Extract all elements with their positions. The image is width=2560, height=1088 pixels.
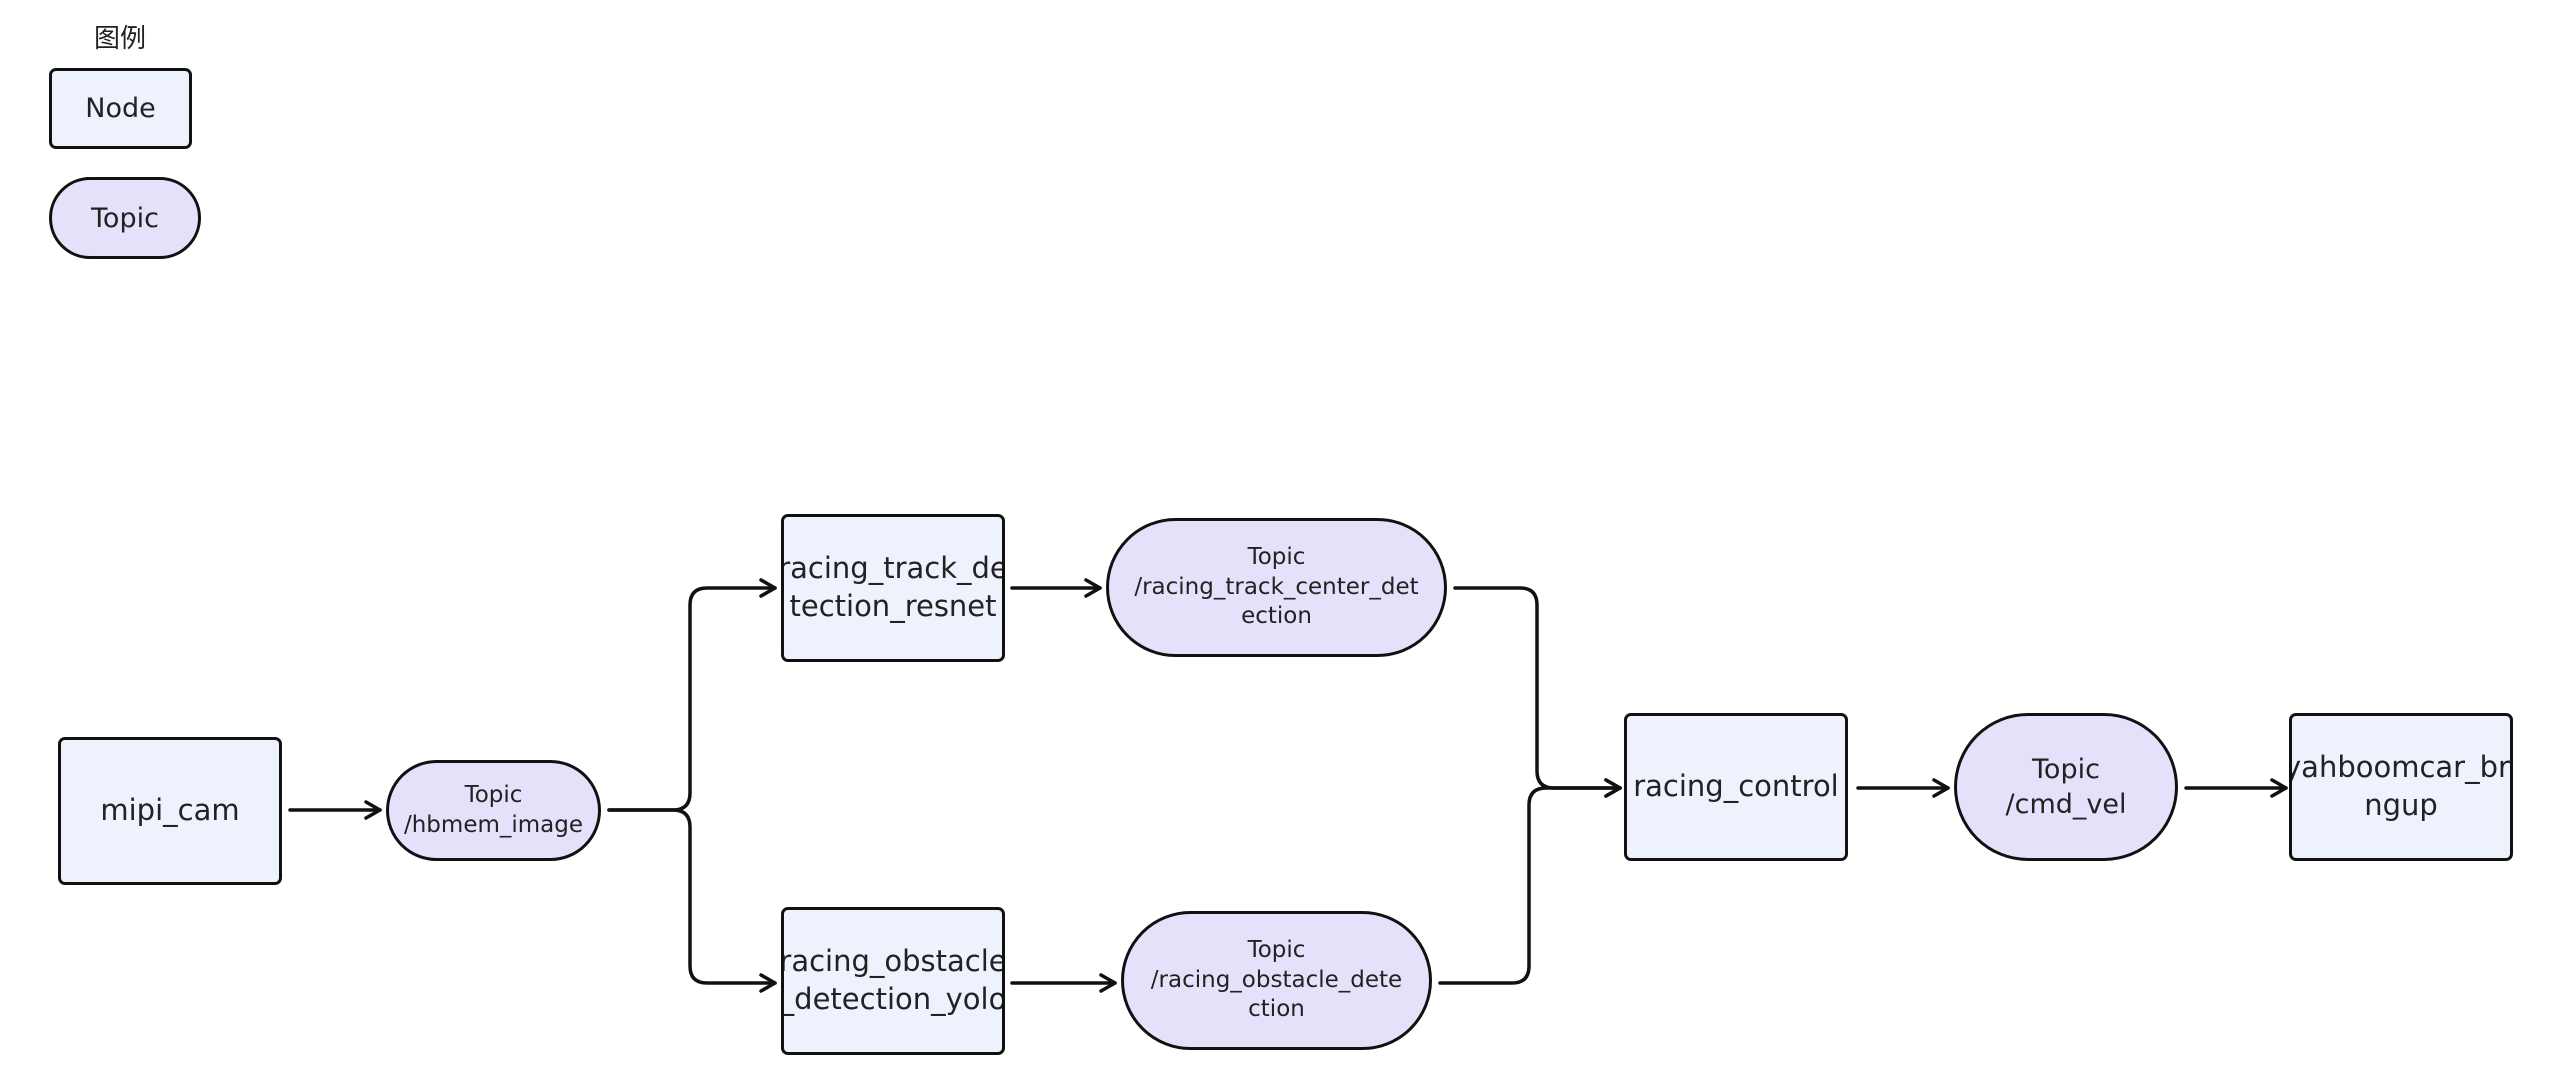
topic-hbmem-image-label-line-2: /hbmem_image [403,811,584,838]
topic-track-center-label-line-3: ection [1241,603,1312,630]
topic-obstacle-label-line-2: /racing_obstacle_dete [1150,966,1403,993]
node-track-detection-label-line-1: racing_track_de [781,551,1005,586]
edge-track-center-topic-to-racing-control [1453,586,1622,798]
node-mipi-cam-label: mipi_cam [100,793,240,828]
node-yahboomcar-bringup-label-line-2: ngup [2364,788,2438,822]
topic-hbmem-image[interactable]: Topic /hbmem_image [386,760,601,861]
topic-track-center-label-line-1: Topic [1247,543,1306,570]
legend-topic-swatch: Topic [49,177,201,259]
node-obstacle-detection-label-line-2: _detection_yolo [781,982,1005,1016]
node-yahboomcar-bringup[interactable]: yahboomcar_bri ngup [2289,713,2513,861]
topic-cmd-vel-label-line-1: Topic [2032,753,2100,785]
node-racing-track-detection-resnet[interactable]: racing_track_de tection_resnet [781,514,1005,662]
legend-title: 图例 [94,24,147,54]
topic-obstacle-label-line-1: Topic [1247,936,1306,963]
node-racing-control[interactable]: racing_control [1624,713,1848,861]
node-racing-control-label: racing_control [1633,769,1839,804]
topic-cmd-vel[interactable]: Topic /cmd_vel [1954,713,2178,861]
legend-node-label: Node [85,93,156,124]
topic-cmd-vel-label-line-2: /cmd_vel [2005,789,2127,820]
node-obstacle-detection-label-line-1: racing_obstacle [781,944,1005,979]
topic-hbmem-image-label-line-1: Topic [464,781,523,808]
node-yahboomcar-bringup-label-line-1: yahboomcar_bri [2289,750,2513,785]
topic-racing-obstacle-detection[interactable]: Topic /racing_obstacle_dete ction [1121,911,1432,1050]
node-racing-obstacle-detection-yolo[interactable]: racing_obstacle _detection_yolo [781,907,1005,1055]
legend-topic-label: Topic [91,202,159,234]
node-track-detection-label-line-2: tection_resnet [789,589,997,623]
topic-track-center-label-line-2: /racing_track_center_det [1134,573,1419,600]
topic-obstacle-label-line-3: ction [1248,996,1305,1023]
node-mipi-cam[interactable]: mipi_cam [58,737,282,885]
topic-racing-track-center-detection[interactable]: Topic /racing_track_center_det ection [1106,518,1447,657]
edge-obstacle-topic-to-racing-control [1438,778,1622,985]
edge-hbmem-image-to-obstacle-detection [607,808,777,993]
legend-node-swatch: Node [49,68,192,149]
edge-hbmem-image-to-track-detection [607,578,777,812]
